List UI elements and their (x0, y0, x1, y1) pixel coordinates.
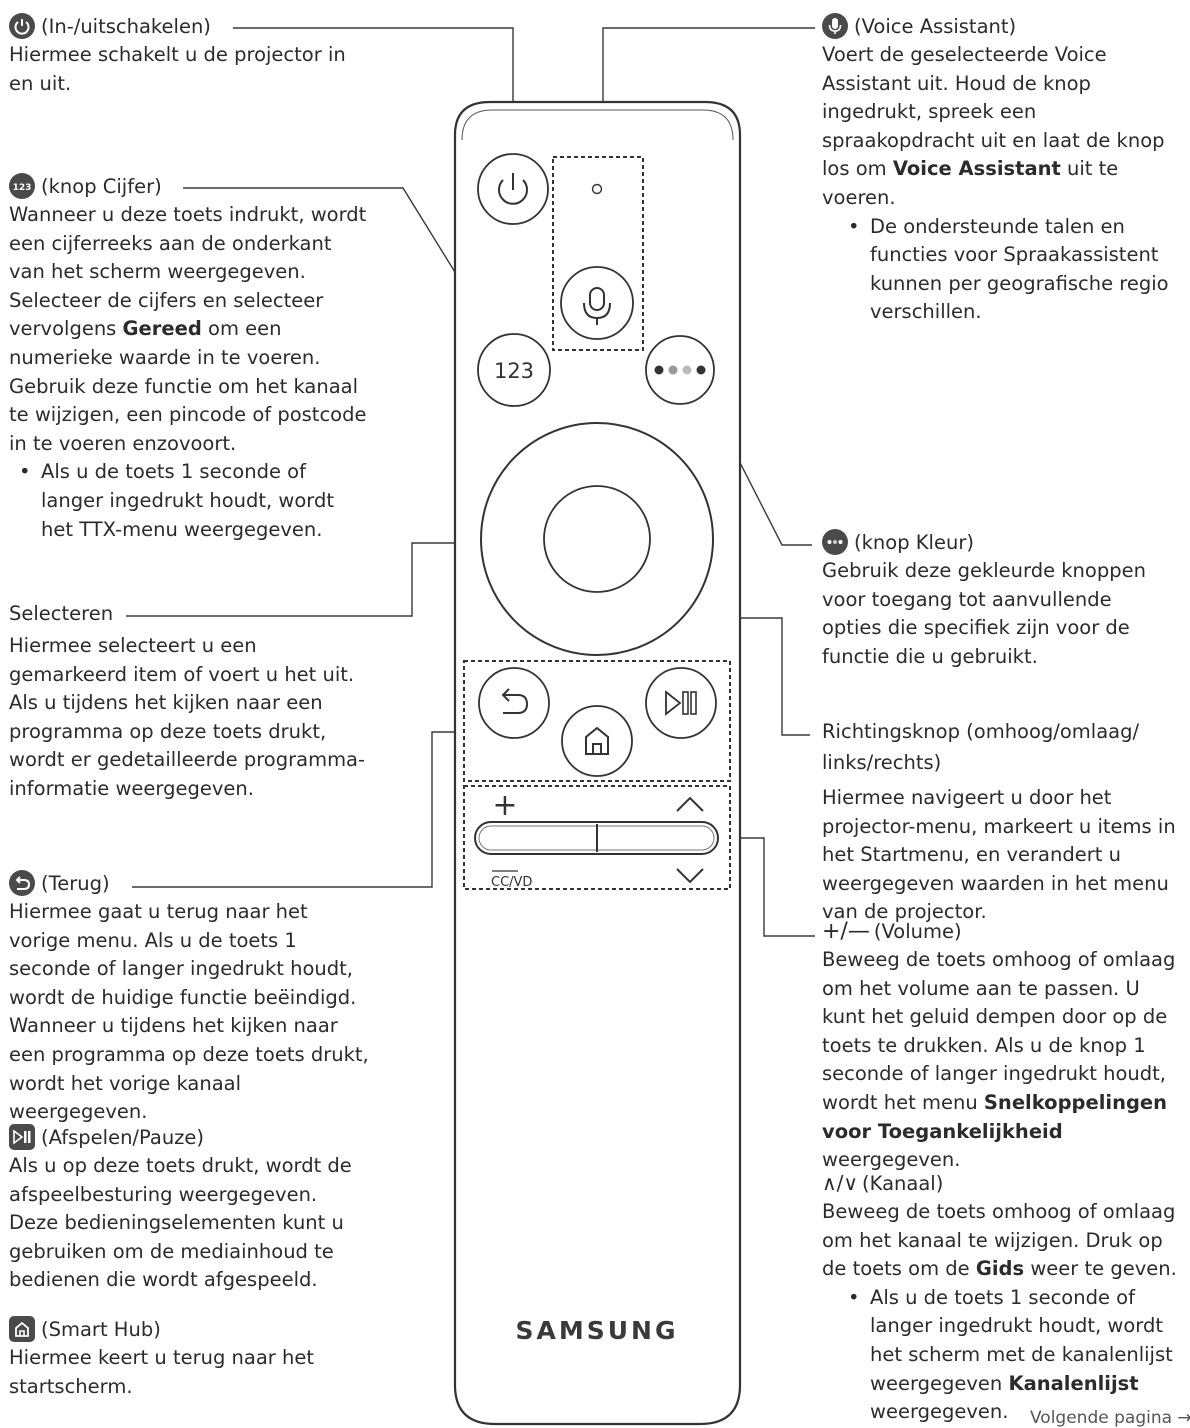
back-description: Hiermee gaat u terug naar het vorige men… (9, 900, 369, 1124)
volume-symbol: +/— (822, 919, 870, 944)
voice-description: Voert de geselecteerde Voice Assistant u… (822, 43, 1165, 209)
color-dots-icon (822, 529, 848, 555)
smarthub-section: (Smart Hub) Hiermee keert u terug naar h… (9, 1316, 339, 1401)
voice-section: (Voice Assistant) Voert de geselecteerde… (822, 13, 1186, 327)
brand-logo: SAMSUNG (516, 1316, 679, 1345)
number-icon: 123 (9, 173, 35, 199)
smarthub-description: Hiermee keert u terug naar het startsche… (9, 1346, 315, 1398)
play-pause-button (645, 667, 717, 739)
channel-title: (Kanaal) (862, 1172, 944, 1195)
volume-description: Beweeg de toets omhoog of omlaag om het … (822, 948, 1176, 1172)
channel-symbol: ∧/∨ (822, 1171, 859, 1195)
home-button (561, 705, 633, 777)
playpause-section: (Afspelen/Pauze) Als u op deze toets dru… (9, 1124, 371, 1295)
number-bullet: Als u de toets 1 seconde of langer inged… (9, 458, 371, 544)
direction-description: Hiermee navigeert u door het projector-m… (822, 786, 1176, 924)
voice-title: (Voice Assistant) (854, 15, 1017, 38)
color-description: Gebruik deze gekleurde knoppen voor toeg… (822, 559, 1146, 668)
back-title: (Terug) (41, 872, 110, 895)
mic-button (560, 266, 634, 340)
select-title: Selecteren (9, 602, 114, 625)
number-button: 123 (477, 333, 551, 407)
select-description: Hiermee selecteert u een gemarkeerd item… (9, 634, 366, 800)
voice-bullet: De ondersteunde talen en functies voor S… (838, 213, 1186, 327)
power-icon (9, 13, 35, 39)
direction-title: Richtingsknop (omhoog/omlaag/ links/rech… (822, 720, 1140, 774)
power-description: Hiermee schakelt u de projector in en ui… (9, 43, 346, 95)
leader-lines (126, 27, 815, 937)
playpause-title: (Afspelen/Pauze) (41, 1126, 205, 1149)
power-title: (In-/uitschakelen) (41, 15, 211, 38)
play-pause-icon (9, 1124, 35, 1150)
power-button (477, 153, 549, 225)
number-description: Wanneer u deze toets indrukt, wordt een … (9, 203, 367, 455)
back-icon (9, 870, 35, 896)
number-title: (knop Cijfer) (41, 175, 162, 198)
home-icon (9, 1316, 35, 1342)
svg-text:123: 123 (13, 183, 32, 193)
number-section: 123 (knop Cijfer) Wanneer u deze toets i… (9, 173, 371, 544)
smarthub-title: (Smart Hub) (41, 1318, 161, 1341)
volume-plus-label: + (492, 788, 517, 823)
channel-section: ∧/∨(Kanaal) Beweeg de toets omhoog of om… (822, 1169, 1186, 1427)
number-button-label: 123 (494, 359, 534, 383)
channel-bullet: Als u de toets 1 seconde of langer inged… (838, 1284, 1186, 1427)
back-section: (Terug) Hiermee gaat u terug naar het vo… (9, 870, 373, 1127)
select-section: Selecteren Hiermee selecteert u een gema… (9, 600, 371, 804)
footer-next-page[interactable]: Volgende pagina → (1030, 1408, 1190, 1428)
volume-section: +/—(Volume) Beweeg de toets omhoog of om… (822, 918, 1186, 1175)
cc-vd-label: CC/VD (491, 875, 532, 890)
power-section: (In-/uitschakelen) Hiermee schakelt u de… (9, 13, 369, 98)
rocker-switch (474, 821, 719, 855)
channel-description: Beweeg de toets omhoog of omlaag om het … (822, 1200, 1177, 1281)
mic-icon (822, 13, 848, 39)
back-button (478, 667, 550, 739)
color-title: (knop Kleur) (854, 531, 974, 554)
volume-title: (Volume) (873, 920, 962, 943)
direction-section: Richtingsknop (omhoog/omlaag/ links/rech… (822, 716, 1186, 927)
color-section: (knop Kleur) Gebruik deze gekleurde knop… (822, 529, 1172, 671)
playpause-description: Als u op deze toets drukt, wordt de afsp… (9, 1154, 352, 1292)
color-button (645, 335, 715, 405)
direction-pad (480, 422, 714, 656)
